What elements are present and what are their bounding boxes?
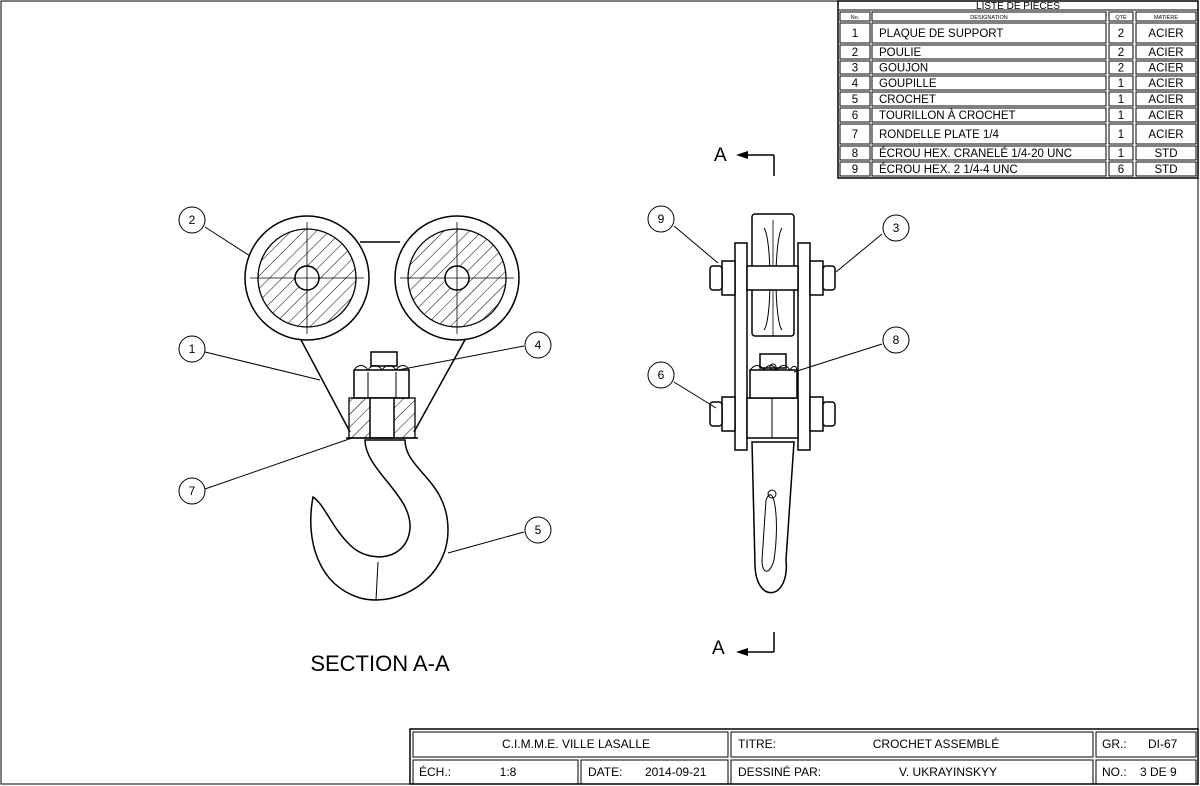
parts-cell-material: ACIER — [1148, 110, 1183, 122]
svg-text:2: 2 — [189, 213, 196, 227]
parts-cell-no: 7 — [852, 129, 858, 141]
parts-cell-designation: TOURILLON À CROCHET — [879, 109, 1016, 122]
gr-value: DI-67 — [1148, 737, 1178, 751]
parts-cell-qty: 2 — [1118, 28, 1124, 40]
dessine-value: V. UKRAYINSKYY — [899, 765, 997, 779]
dessine-label: DESSINÉ PAR: — [738, 764, 821, 779]
title-block: C.I.M.M.E. VILLE LASALLE TITRE: CROCHET … — [409, 728, 1199, 785]
leaders — [204, 225, 883, 554]
parts-cell-no: 6 — [852, 110, 858, 122]
parts-cell-designation: ÉCROU HEX. CRANELÉ 1/4-20 UNC — [879, 147, 1072, 160]
parts-cell-designation: CROCHET — [879, 94, 936, 106]
parts-cell-no: 4 — [852, 78, 859, 90]
balloons: 2 1 4 7 5 9 3 6 8 — [178, 205, 910, 544]
parts-cell-qty: 1 — [1118, 94, 1124, 106]
section-view — [244, 215, 520, 601]
parts-list-title: LISTE DE PIÈCES — [976, 0, 1060, 12]
parts-cell-designation: PLAQUE DE SUPPORT — [879, 28, 1003, 40]
titre-value: CROCHET ASSEMBLÉ — [873, 736, 999, 751]
support-plate — [797, 242, 811, 451]
hook — [310, 439, 449, 601]
school-name: C.I.M.M.E. VILLE LASALLE — [502, 737, 650, 751]
parts-cell-material: STD — [1155, 148, 1178, 160]
parts-cell-no: 9 — [852, 164, 858, 176]
parts-cell-material: ACIER — [1148, 47, 1183, 59]
svg-text:8: 8 — [893, 333, 900, 347]
svg-text:4: 4 — [535, 338, 542, 352]
parts-cell-no: 3 — [852, 63, 858, 75]
parts-cell-material: ACIER — [1148, 78, 1183, 90]
balloon-9: 9 — [647, 205, 675, 233]
cut-marker-top: A — [714, 145, 727, 166]
svg-text:3: 3 — [893, 221, 900, 235]
balloon-4: 4 — [524, 331, 552, 359]
parts-cell-designation: POULIE — [879, 47, 922, 59]
balloon-1: 1 — [178, 335, 206, 363]
parts-cell-no: 1 — [852, 28, 858, 40]
balloon-7: 7 — [178, 477, 206, 505]
pin — [370, 351, 398, 367]
cut-marker-bottom: A — [712, 638, 725, 659]
no-value: 3 DE 9 — [1140, 765, 1177, 779]
castle-nut — [353, 369, 410, 399]
parts-cell-qty: 1 — [1118, 110, 1124, 122]
date-value: 2014-09-21 — [645, 765, 707, 779]
svg-text:1: 1 — [189, 342, 196, 356]
parts-cell-material: ACIER — [1148, 129, 1183, 141]
parts-cell-no: 8 — [852, 148, 858, 160]
parts-list: LISTE DE PIÈCES No. DESIGNATION QTÉ MATI… — [837, 0, 1199, 179]
section-label: SECTION A-A — [310, 651, 450, 676]
parts-cell-designation: GOUPILLE — [879, 78, 937, 90]
arrow-left-icon — [736, 648, 748, 656]
parts-cell-qty: 1 — [1118, 148, 1124, 160]
support-plate — [734, 242, 748, 451]
parts-cell-qty: 6 — [1118, 164, 1124, 176]
balloon-8: 8 — [882, 326, 910, 354]
svg-text:6: 6 — [658, 368, 665, 382]
balloon-6: 6 — [647, 361, 675, 389]
ech-label: ÉCH.: — [419, 764, 451, 779]
balloon-3: 3 — [882, 214, 910, 242]
balloon-2: 2 — [178, 206, 206, 234]
parts-cell-qty: 1 — [1118, 78, 1124, 90]
parts-cell-no: 5 — [852, 94, 858, 106]
parts-cell-no: 2 — [852, 47, 858, 59]
parts-cell-qty: 2 — [1118, 47, 1124, 59]
balloon-5: 5 — [524, 516, 552, 544]
svg-text:9: 9 — [658, 212, 665, 226]
ech-value: 1:8 — [500, 765, 517, 779]
parts-cell-qty: 1 — [1118, 129, 1124, 141]
parts-cell-material: ACIER — [1148, 63, 1183, 75]
titre-label: TITRE: — [738, 737, 776, 751]
parts-cell-designation: RONDELLE PLATE 1/4 — [879, 129, 1000, 141]
arrow-left-icon — [736, 151, 748, 159]
header-designation: DESIGNATION — [970, 15, 1008, 21]
parts-cell-material: ACIER — [1148, 28, 1183, 40]
parts-cell-material: STD — [1155, 164, 1178, 176]
header-qty: QTÉ — [1115, 14, 1127, 21]
no-label: NO.: — [1102, 765, 1127, 779]
svg-text:5: 5 — [535, 523, 542, 537]
date-label: DATE: — [588, 765, 622, 779]
header-material: MATIÈRE — [1154, 14, 1178, 21]
gr-label: GR.: — [1102, 737, 1127, 751]
parts-cell-designation: GOUJON — [879, 63, 928, 75]
hook-side — [751, 441, 795, 594]
parts-cell-qty: 2 — [1118, 63, 1124, 75]
side-view: A A — [709, 145, 836, 659]
parts-cell-designation: ÉCROU HEX. 2 1/4-4 UNC — [879, 163, 1018, 176]
header-no: No. — [851, 15, 860, 21]
svg-text:7: 7 — [189, 484, 196, 498]
parts-cell-material: ACIER — [1148, 94, 1183, 106]
